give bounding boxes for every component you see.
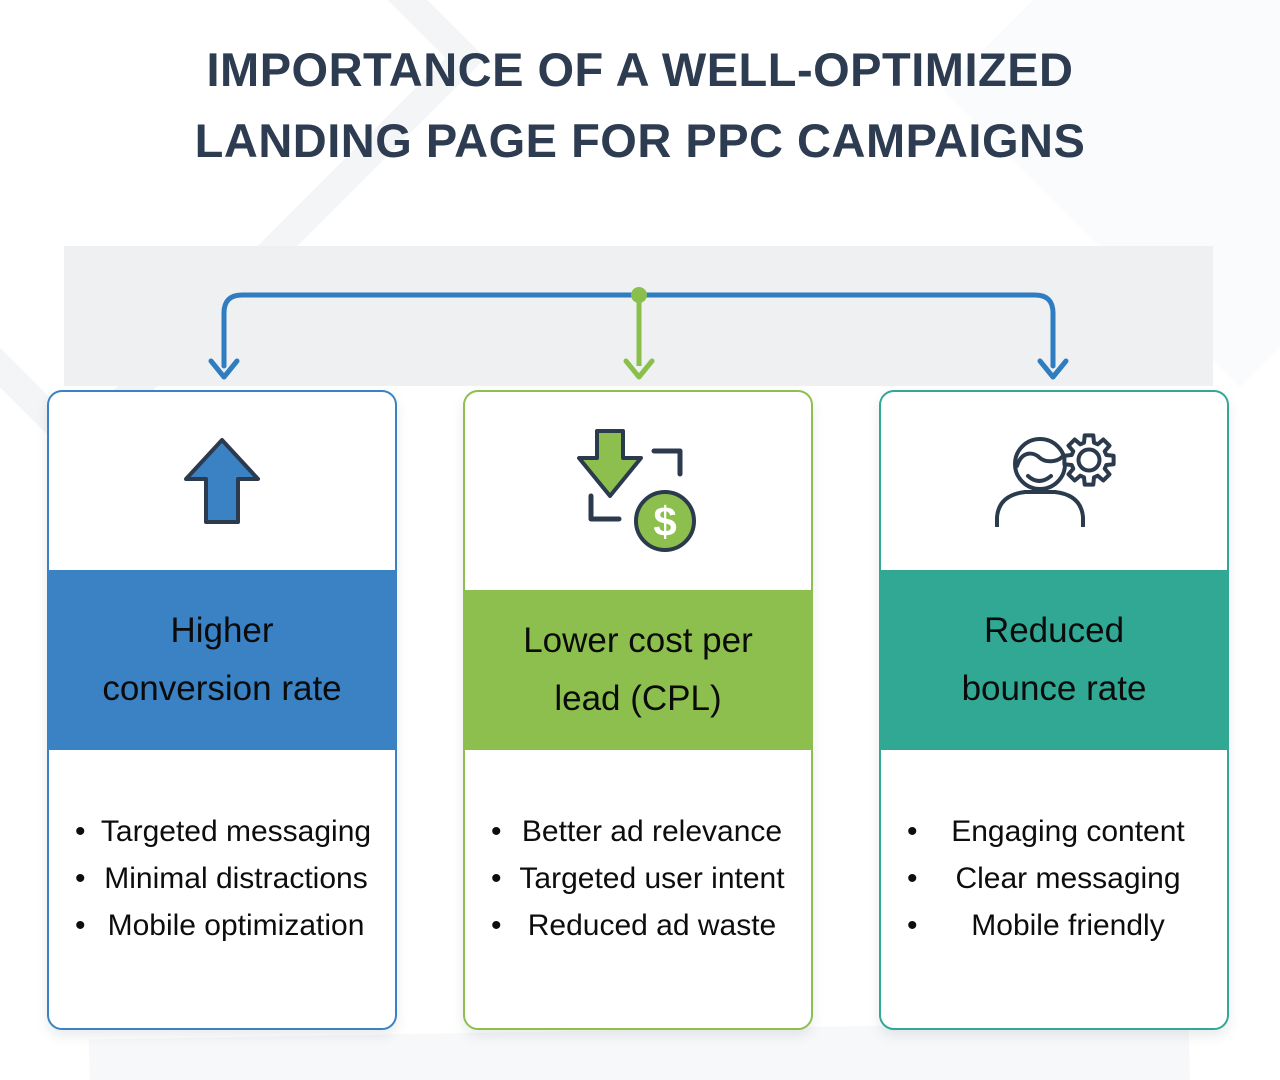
cost-per-lead-down-icon: $ (577, 429, 696, 552)
card-heading-line-2: bounce rate (961, 669, 1147, 708)
corner-bracket-top-right (651, 448, 683, 477)
page-title: IMPORTANCE OF A WELL-OPTIMIZED LANDING P… (0, 34, 1280, 176)
bullet-item: Mobile optimization (55, 902, 389, 949)
bullet-item: Better ad relevance (471, 808, 805, 855)
card-heading-line-1: Lower cost per (523, 621, 753, 660)
bullet-item: Mobile friendly (887, 902, 1221, 949)
card-lower-cost-per-lead: $ Lower cost per lead (CPL) Better ad re… (463, 390, 813, 1030)
bullet-item: Engaging content (887, 808, 1221, 855)
card-heading-line-2: conversion rate (102, 669, 342, 708)
center-node-dot (631, 287, 647, 303)
bullet-item: Targeted messaging (55, 808, 389, 855)
card-heading-line-1: Reduced (983, 611, 1125, 650)
dollar-coin-icon (634, 490, 696, 552)
card-bullet-list: Engaging content Clear messaging Mobile … (881, 750, 1227, 949)
card-heading: Lower cost per lead (CPL) (465, 590, 811, 750)
card-icon-area (49, 392, 395, 570)
dollar-sign: $ (653, 498, 676, 545)
left-arrowhead-icon (208, 358, 240, 380)
right-arrowhead-icon (1037, 358, 1069, 380)
card-bullet-list: Better ad relevance Targeted user intent… (465, 750, 811, 949)
bullet-item: Clear messaging (887, 855, 1221, 902)
page-title-line-2: LANDING PAGE FOR PPC CAMPAIGNS (194, 114, 1086, 167)
center-arrowhead-icon (623, 358, 655, 380)
benefit-cards-row: Higher conversion rate Targeted messagin… (47, 390, 1229, 1030)
down-arrow-icon (577, 429, 643, 498)
card-reduced-bounce-rate: Reduced bounce rate Engaging content Cle… (879, 390, 1229, 1030)
gear-icon (1062, 433, 1116, 487)
card-higher-conversion-rate: Higher conversion rate Targeted messagin… (47, 390, 397, 1030)
card-bullet-list: Targeted messaging Minimal distractions … (49, 750, 395, 949)
card-heading-line-2: lead (CPL) (554, 679, 722, 718)
bullet-item: Reduced ad waste (471, 902, 805, 949)
up-arrow-icon (184, 438, 260, 524)
page-title-line-1: IMPORTANCE OF A WELL-OPTIMIZED (206, 43, 1074, 96)
user-hair (1015, 451, 1064, 468)
branch-connector-diagram (208, 287, 1069, 380)
user-gear-icon (995, 433, 1116, 527)
corner-bracket-bottom-left (588, 493, 622, 522)
card-heading: Higher conversion rate (49, 570, 395, 750)
user-body (995, 490, 1085, 527)
user-smile (1026, 474, 1053, 483)
card-heading-line-1: Higher (170, 611, 274, 650)
card-heading: Reduced bounce rate (881, 570, 1227, 750)
bullet-item: Minimal distractions (55, 855, 389, 902)
card-icon-area: $ (465, 392, 811, 590)
bullet-item: Targeted user intent (471, 855, 805, 902)
card-icon-area (881, 392, 1227, 570)
